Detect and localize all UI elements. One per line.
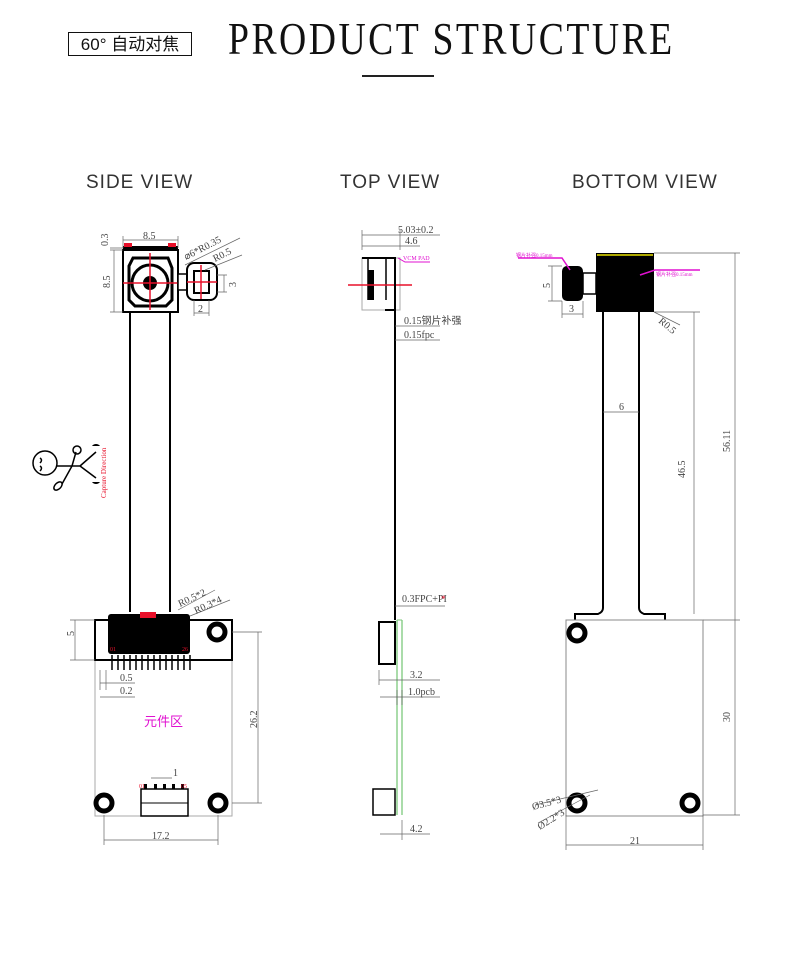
svg-text:*: * (441, 594, 446, 604)
dim-pcb-w: 17.2 (152, 831, 170, 842)
top-view-drawing: 5.03±0.2 4.6 VCM PAD 0.15钢片补强 0.15fpc 0.… (348, 225, 462, 840)
dim-body: 4.6 (405, 236, 418, 247)
top-view-label: TOP VIEW (340, 172, 441, 193)
vcm-pad-label: VCM PAD (403, 256, 430, 262)
dim-conn: 3.2 (410, 670, 423, 681)
dim-hole-inner: Ø2.2*3 (536, 807, 567, 832)
dim-stiffener: 0.15钢片补强 (404, 314, 462, 327)
dim-pin-pitch: 0.5 (120, 673, 133, 684)
dim-total-len: 56.11 (722, 430, 733, 452)
stiffener-small-label: 钢片补强0.15mm (516, 252, 553, 259)
bottom-view-label: BOTTOM VIEW (572, 172, 718, 193)
dim-pcb-h: 26.2 (249, 711, 260, 729)
pin-end: 26 (182, 647, 188, 653)
capture-direction-figure-icon (32, 445, 97, 491)
dim-radius: R0.5 (211, 246, 233, 265)
side-view-drawing: 8.5 0.3 8.5 ⌀6*R0.35 R0.5 3 2 R0.5*2 R0.… (32, 231, 262, 845)
dim-tab-h: 3 (228, 282, 239, 287)
conn-pin-end: 05 (181, 784, 187, 790)
conn-pin-start: 01 (139, 784, 145, 790)
component-area-label: 元件区 (144, 714, 183, 729)
title-underline (362, 75, 434, 77)
pin-start: 01 (110, 647, 116, 653)
side-view-label: SIDE VIEW (86, 172, 194, 193)
autofocus-badge: 60° 自动对焦 (68, 32, 192, 56)
dim-tab-w: 3 (569, 304, 574, 315)
dim-width-top: 8.5 (143, 231, 156, 242)
dim-tab-w: 2 (198, 304, 203, 315)
dim-pin-w: 0.2 (120, 686, 133, 697)
dim-fpc-len: 46.5 (677, 461, 688, 479)
dim-bottom-pitch: 1 (173, 768, 178, 779)
dim-fpc-w: 6 (619, 402, 624, 413)
dim-height-top: 8.5 (102, 276, 113, 289)
dim-conn-h: 5 (66, 631, 77, 636)
dim-pcb: 1.0pcb (408, 687, 435, 698)
page-title: PRODUCT STRUCTURE (228, 13, 675, 64)
dim-tab-h: 5 (542, 283, 553, 288)
dim-bottom: 4.2 (410, 824, 423, 835)
dim-thickness: 0.3 (100, 234, 111, 247)
dim-fpc-pi: 0.3FPC+PI (402, 594, 447, 605)
dim-pcb-w: 21 (630, 836, 640, 847)
dim-fpc: 0.15fpc (404, 330, 435, 341)
stiffener-large-label: 钢片补强0.15mm (656, 271, 693, 278)
dim-radius: R0.5 (656, 316, 678, 337)
bottom-view-drawing: 钢片补强0.15mm 钢片补强0.15mm 5 3 R0.5 6 46.5 56… (516, 252, 740, 850)
capture-direction-label: Capture Direction (100, 447, 108, 498)
dim-overall: 5.03±0.2 (398, 225, 434, 236)
dim-pcb-h: 30 (722, 712, 733, 722)
